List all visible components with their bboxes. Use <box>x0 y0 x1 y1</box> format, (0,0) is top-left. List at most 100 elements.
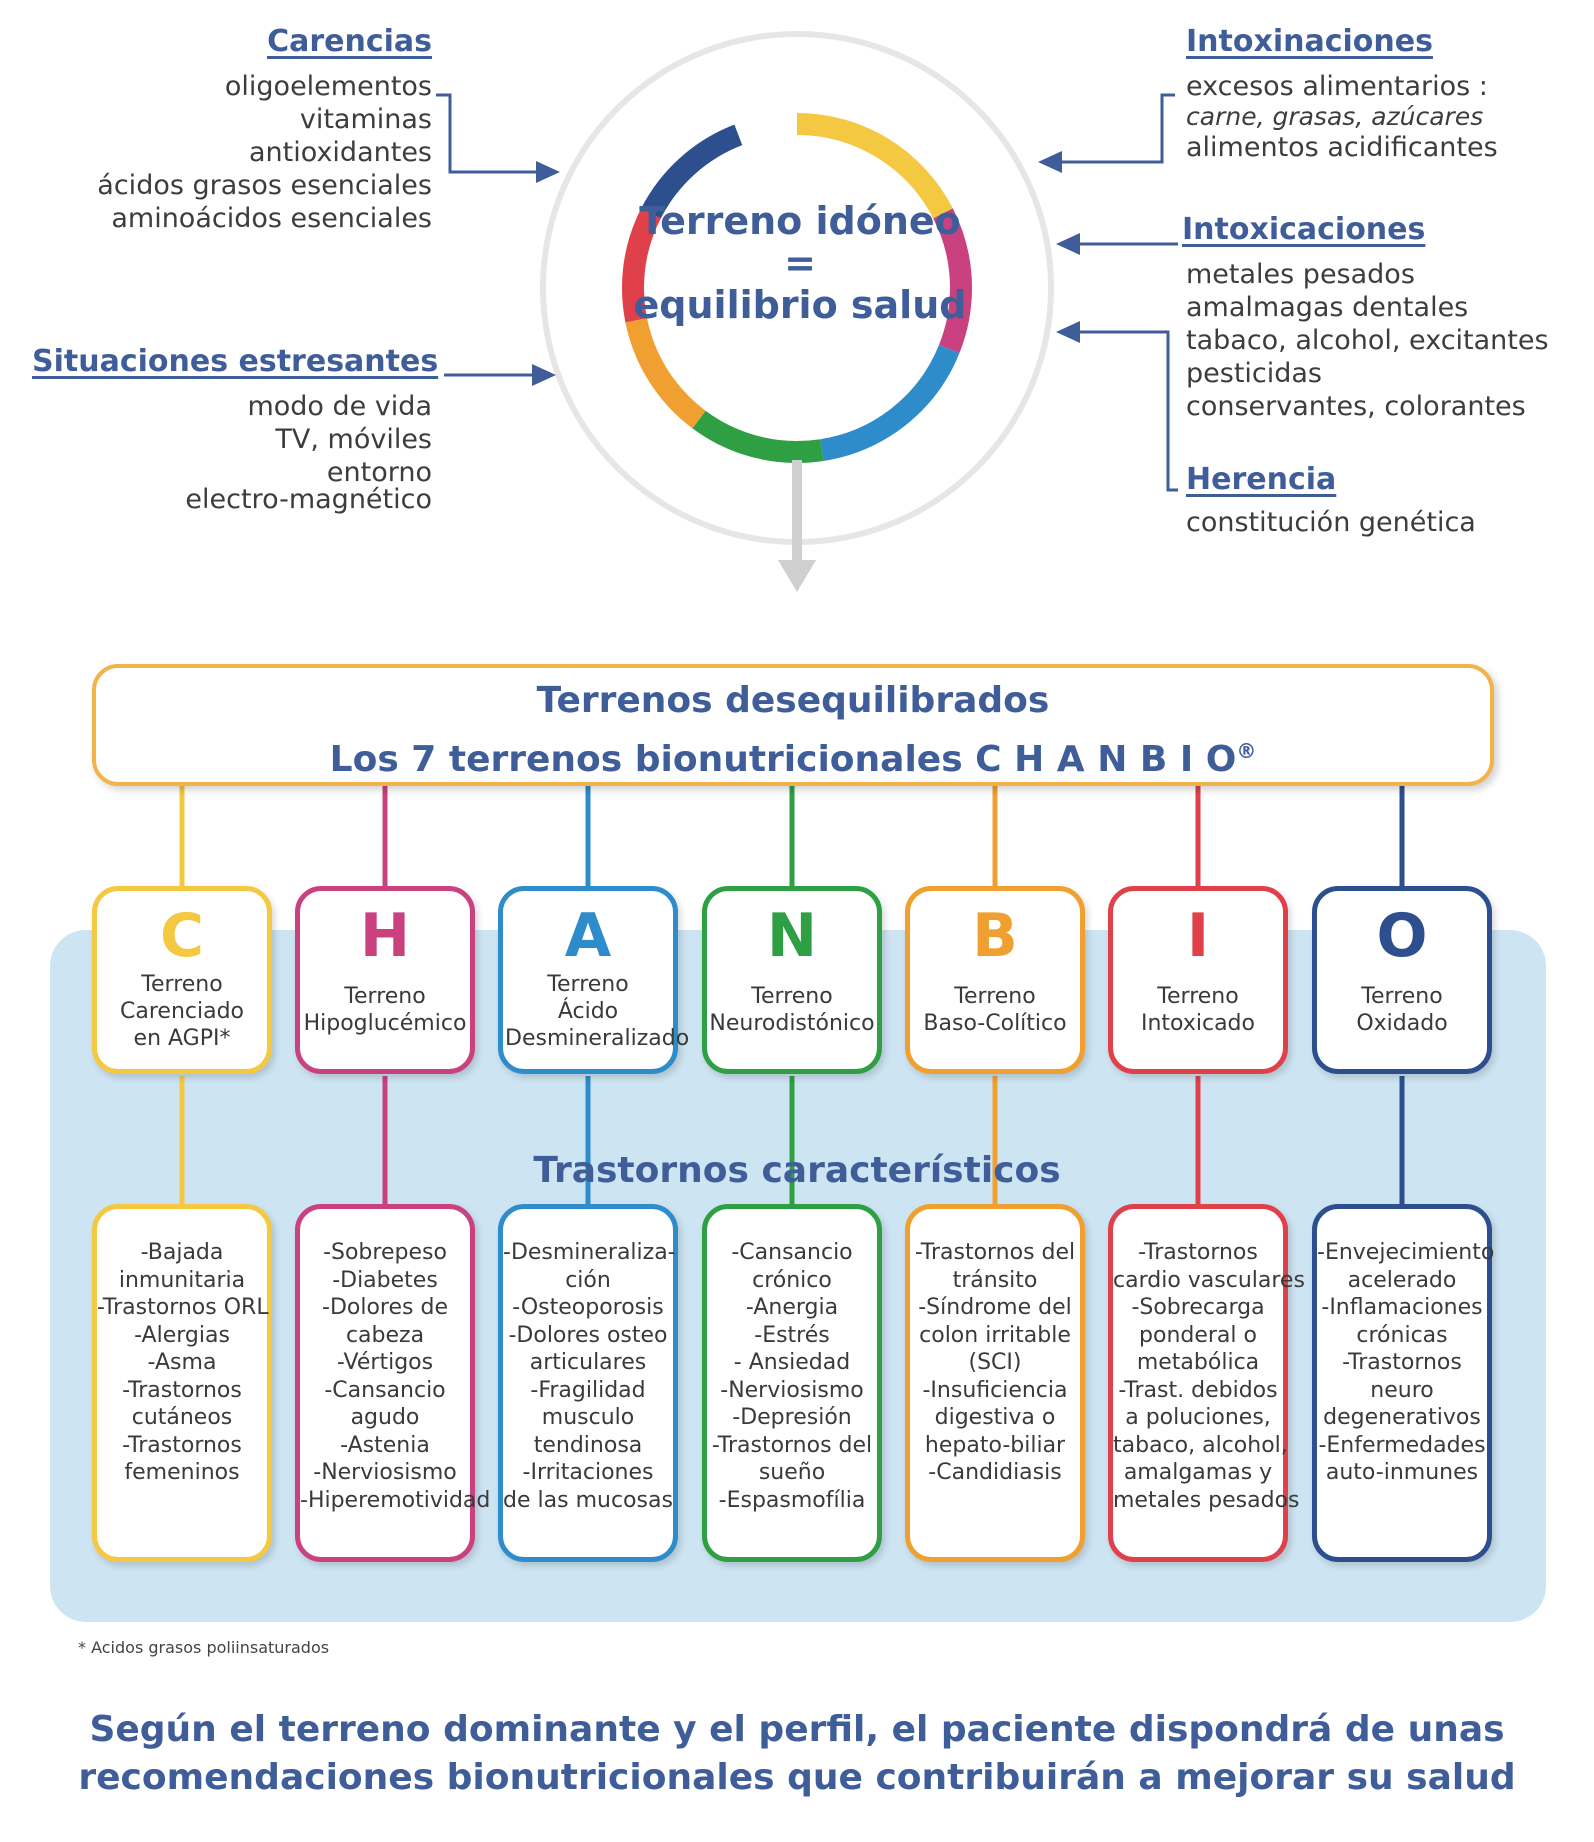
terrain-letter: N <box>766 901 818 971</box>
disorder-item: tránsito <box>952 1267 1038 1293</box>
herencia-title: Herencia <box>1186 462 1337 497</box>
disorder-item: -Nerviosismo <box>720 1377 864 1403</box>
carencias-item: vitaminas <box>299 104 432 135</box>
intoxinaciones-item: excesos alimentarios : <box>1186 71 1488 102</box>
terrain-letter: I <box>1186 901 1210 971</box>
terrain-label-line: Terreno <box>547 972 629 997</box>
terrain-letter: C <box>159 901 205 971</box>
disorder-item: a poluciones, <box>1125 1405 1271 1430</box>
disorder-item: -Hiperemotividad <box>300 1487 491 1513</box>
terrain-label-line: Oxidado <box>1356 1011 1448 1036</box>
terrain-label-line: Terreno <box>141 972 223 997</box>
carencias-item: oligoelementos <box>224 71 432 102</box>
disorder-item: metabólica <box>1136 1350 1260 1375</box>
disorder-item: hepato-biliar <box>924 1432 1066 1458</box>
disorder-item: -Cansancio <box>324 1377 446 1403</box>
disorder-item: -Irritaciones <box>522 1460 654 1485</box>
intoxinaciones-title: Intoxinaciones <box>1186 24 1433 59</box>
carencias-list: oligoelementos vitaminas antioxidantes á… <box>62 70 432 235</box>
disorder-item: -Asma <box>147 1350 217 1375</box>
disorder-item: -Dolores osteo <box>508 1322 668 1348</box>
closing-statement: Según el terreno dominante y el perfil, … <box>0 1706 1594 1802</box>
disorder-item: acelerado <box>1347 1267 1457 1293</box>
trastornos-title: Trastornos característicos <box>533 1150 1061 1191</box>
terrain-label-line: en AGPI* <box>133 1026 231 1051</box>
disorder-item: -Espasmofília <box>718 1487 866 1513</box>
terrain-label-line: Terreno <box>344 984 426 1009</box>
top-diagram-graphics <box>436 31 1178 592</box>
terrain-label-line: Neurodistónico <box>709 1011 875 1036</box>
situaciones-item: TV, móviles <box>275 424 432 455</box>
disorder-item: -Trastornos <box>1138 1240 1258 1265</box>
disorder-item: metales pesados <box>1113 1487 1300 1513</box>
disorder-item: tabaco, alcohol, <box>1113 1432 1288 1458</box>
intoxinaciones-list: excesos alimentarios : carne, grasas, az… <box>1186 70 1566 164</box>
disorder-item: degenerativos <box>1323 1405 1481 1430</box>
terrain-letter: A <box>564 901 612 971</box>
disorder-item: -Enfermedades <box>1318 1432 1486 1458</box>
intoxicaciones-item: metales pesados <box>1186 259 1415 290</box>
disorder-item: de las mucosas <box>503 1487 673 1513</box>
disorder-item: -Envejecimiento <box>1317 1240 1495 1265</box>
closing-line-1: Según el terreno dominante y el perfil, … <box>89 1709 1505 1750</box>
center-line-3: equilibrio salud <box>633 283 967 327</box>
disorder-item: -Osteoporosis <box>512 1295 664 1320</box>
situaciones-item: electro-magnético <box>185 484 432 515</box>
disorder-item: -Trastornos <box>122 1432 242 1458</box>
disorder-item: crónicas <box>1356 1322 1448 1348</box>
footnote: * Acidos grasos poliinsaturados <box>78 1638 330 1657</box>
closing-line-2: recomendaciones bionutricionales que con… <box>78 1757 1516 1798</box>
disorders-box-a: -Desmineraliza-ción-Osteoporosis-Dolores… <box>498 1204 678 1562</box>
herencia-list: constitución genética <box>1186 506 1566 539</box>
intoxicaciones-item: amalmagas dentales <box>1186 292 1469 323</box>
carencias-item: aminoácidos esenciales <box>111 203 432 234</box>
carencias-item: ácidos grasos esenciales <box>97 170 432 201</box>
terrain-label-line: Terreno <box>751 984 833 1009</box>
disorder-item: crónico <box>752 1267 832 1293</box>
disorder-item: -Candidiasis <box>928 1460 1062 1485</box>
disorder-item: cabeza <box>345 1322 425 1348</box>
disorder-item: agudo <box>350 1405 420 1430</box>
disorder-item: -Estrés <box>754 1322 830 1348</box>
disorder-item: -Trastornos <box>122 1377 242 1403</box>
disorder-item: ción <box>565 1267 611 1293</box>
registered-mark: ® <box>1236 739 1257 763</box>
disorder-item: -Dolores de <box>322 1295 448 1320</box>
header-line-2-text: Los 7 terrenos bionutricionales C H A N … <box>329 739 1237 780</box>
header-box: Terrenos desequilibrados Los 7 terrenos … <box>92 664 1494 786</box>
disorder-item: amalgamas y <box>1123 1460 1273 1485</box>
disorder-item: -Alergias <box>134 1322 230 1348</box>
disorder-item: -Nerviosismo <box>313 1460 457 1485</box>
intoxicaciones-title: Intoxicaciones <box>1182 212 1426 247</box>
disorder-item: -Trastornos del <box>914 1240 1076 1265</box>
terrain-label-line: Terreno <box>1157 984 1239 1009</box>
center-line-2: = <box>784 241 816 285</box>
situaciones-item: entorno <box>326 457 432 488</box>
disorder-item: -Trast. debidos <box>1118 1377 1278 1403</box>
disorder-item: digestiva o <box>934 1405 1056 1430</box>
terrain-label-line: Carenciado <box>120 999 244 1024</box>
disorder-item: -Cansancio <box>731 1240 853 1265</box>
terrain-letter: B <box>972 901 1018 971</box>
terrain-label-line: Hipoglucémico <box>303 1011 467 1036</box>
disorder-item: neuro <box>1370 1377 1434 1403</box>
center-line-1: Terreno idóneo <box>639 199 961 243</box>
intoxicaciones-item: conservantes, colorantes <box>1186 391 1526 422</box>
situaciones-list: modo de vida TV, móviles entorno electro… <box>132 390 432 516</box>
intoxicaciones-item: pesticidas <box>1186 358 1323 389</box>
disorder-item: -Insuficiencia <box>922 1377 1068 1403</box>
